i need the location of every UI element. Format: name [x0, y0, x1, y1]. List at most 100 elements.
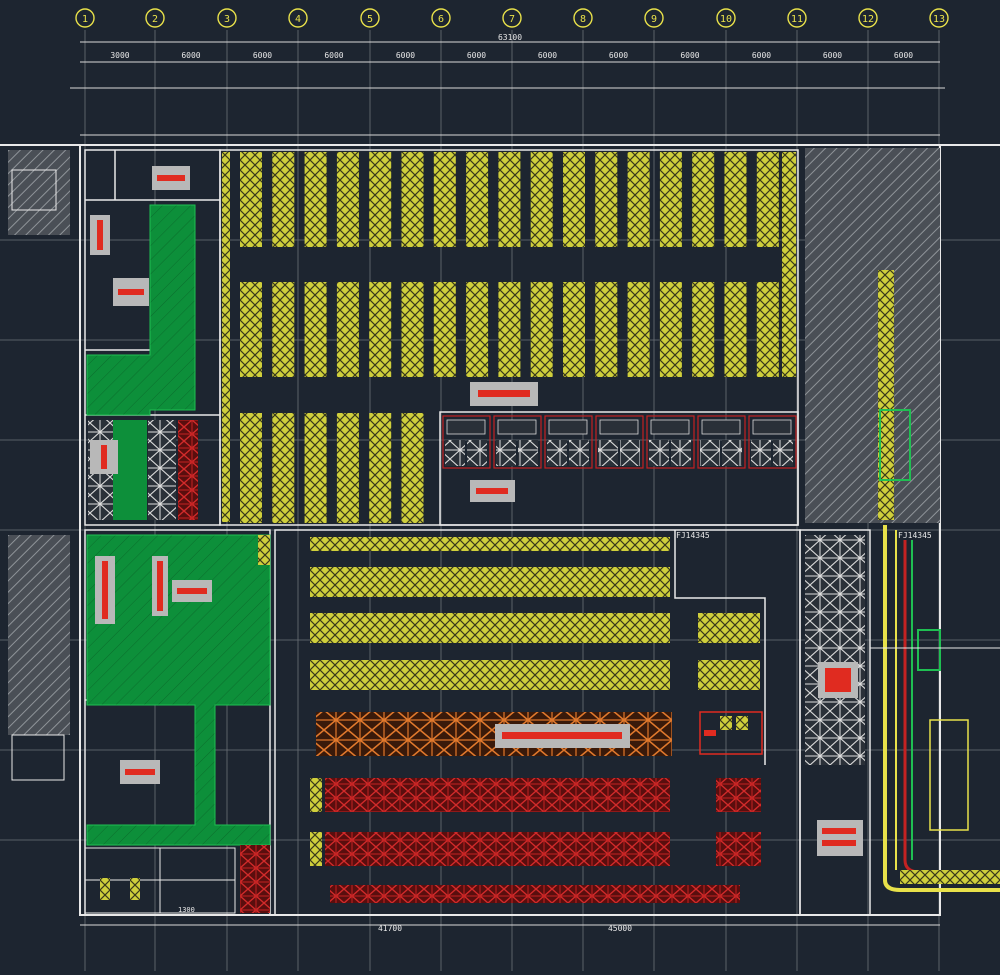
label-bar-mid: [476, 488, 508, 494]
yellow-rack-row: [310, 567, 670, 597]
label-bar: [157, 561, 163, 611]
yellow-rack-column: [240, 282, 262, 377]
red-rack-row: [325, 832, 670, 866]
yellow-rack-column: [433, 282, 456, 377]
dimension-top-value: 6000: [324, 51, 343, 60]
grid-head-circle: [75, 8, 95, 28]
yellow-rack-column: [304, 282, 327, 377]
mid-unit-top: [446, 419, 486, 435]
grid-head-circle: [644, 8, 664, 28]
hatched-wall-mid-left: [8, 535, 70, 735]
mid-unit-rack: [547, 440, 567, 466]
dimension-top-value: 6000: [467, 51, 486, 60]
mid-unit-rack: [467, 440, 487, 466]
yellow-rack-column: [304, 413, 327, 523]
yellow-rack-column: [369, 152, 392, 247]
grid-head-label: 3: [224, 14, 230, 25]
yellow-rack-column: [433, 152, 456, 247]
grid-head-label: 2: [152, 14, 158, 25]
hatched-wall-top-left: [8, 150, 70, 235]
dimension-bottom-right: 45000: [608, 924, 632, 933]
yellow-rack-column: [756, 152, 779, 247]
equipment-box-rack-b: [736, 716, 748, 730]
yellow-rack-row-short: [698, 660, 760, 690]
upper-yellow-racks: [222, 152, 796, 523]
mid-unit-rack: [751, 440, 771, 466]
dimension-top-value: 6000: [680, 51, 699, 60]
conveyor-yellow-vertical: [878, 270, 894, 520]
grid-head-circle: [502, 8, 522, 28]
right-rack-zone: [799, 529, 871, 916]
grid-head-label: 10: [720, 14, 732, 25]
grid-head-circle: [431, 8, 451, 28]
dimension-top-value: 6000: [538, 51, 557, 60]
left-area-labels: [90, 166, 212, 784]
yellow-rack-column: [336, 282, 359, 377]
yellow-rack-column: [336, 152, 359, 247]
yellow-rack-column: [595, 282, 618, 377]
label-bar: [101, 445, 107, 469]
grid-head-circle: [145, 8, 165, 28]
yellow-rack-end: [310, 778, 322, 812]
yellow-rack-column: [627, 282, 650, 377]
yellow-rack-column: [272, 152, 295, 247]
yellow-rack-column: [272, 282, 295, 377]
yellow-rack-column: [401, 282, 424, 377]
dimension-bottom-left: 41700: [378, 924, 402, 933]
yellow-rack-row: [310, 660, 670, 690]
grid-head-circle: [360, 8, 380, 28]
mid-unit-top: [497, 419, 537, 435]
mid-unit-frame: [697, 415, 746, 469]
equipment-box: [699, 711, 763, 755]
mid-unit-top: [599, 419, 639, 435]
yellow-rack-column: [563, 282, 585, 377]
rack-white-left-b: [148, 420, 176, 520]
dimension-top-value: 6000: [823, 51, 842, 60]
label-bar: [118, 289, 144, 295]
lower-rack-rows: [310, 537, 761, 903]
grid-head-circle: [573, 8, 593, 28]
rack-red-left: [178, 420, 198, 520]
mid-unit-frame: [493, 415, 542, 469]
mid-unit-rack: [671, 440, 691, 466]
yellow-rack-column: [595, 152, 618, 247]
rack-yellow-small: [258, 535, 270, 565]
zone-tag-b: FJ14345: [898, 531, 932, 540]
dimension-top-value: 6000: [752, 51, 771, 60]
red-rack-row-short: [716, 778, 761, 812]
yellow-rack-column: [627, 152, 650, 247]
mid-unit-rack: [445, 440, 465, 466]
yellow-rack-column: [369, 413, 392, 523]
grid-head-label: 13: [933, 14, 945, 25]
grid-head-label: 1: [82, 14, 88, 25]
equipment-box-mark: [704, 730, 716, 736]
mid-unit-rack: [700, 440, 720, 466]
yellow-rack-end: [310, 832, 322, 866]
dimension-chains: [70, 41, 945, 926]
yellow-rack-column: [498, 152, 521, 247]
mid-unit-top: [548, 419, 588, 435]
dimension-top-value: 3000: [110, 51, 129, 60]
conveyor-system: [870, 270, 1000, 892]
yellow-rack-column: [692, 152, 715, 247]
yellow-rack-column: [401, 413, 424, 523]
yellow-rack-edge: [222, 152, 230, 522]
grid-head-circle: [858, 8, 878, 28]
yellow-rack-column: [724, 282, 747, 377]
mid-unit-rack: [620, 440, 640, 466]
mid-unit-top: [752, 419, 792, 435]
yellow-rack-edge-right: [782, 152, 796, 377]
room-tag-top-left: [11, 169, 57, 211]
label-bar: [97, 220, 103, 250]
small-block-label: 1300: [178, 906, 195, 914]
yellow-rack-column: [530, 282, 553, 377]
mid-unit-frame: [544, 415, 593, 469]
mid-unit-frame: [646, 415, 695, 469]
yellow-rack-row: [310, 613, 670, 643]
label-bar: [125, 769, 155, 775]
red-rack-row: [325, 778, 670, 812]
grid-head-label: 12: [862, 14, 874, 25]
mid-unit-rack: [518, 440, 538, 466]
